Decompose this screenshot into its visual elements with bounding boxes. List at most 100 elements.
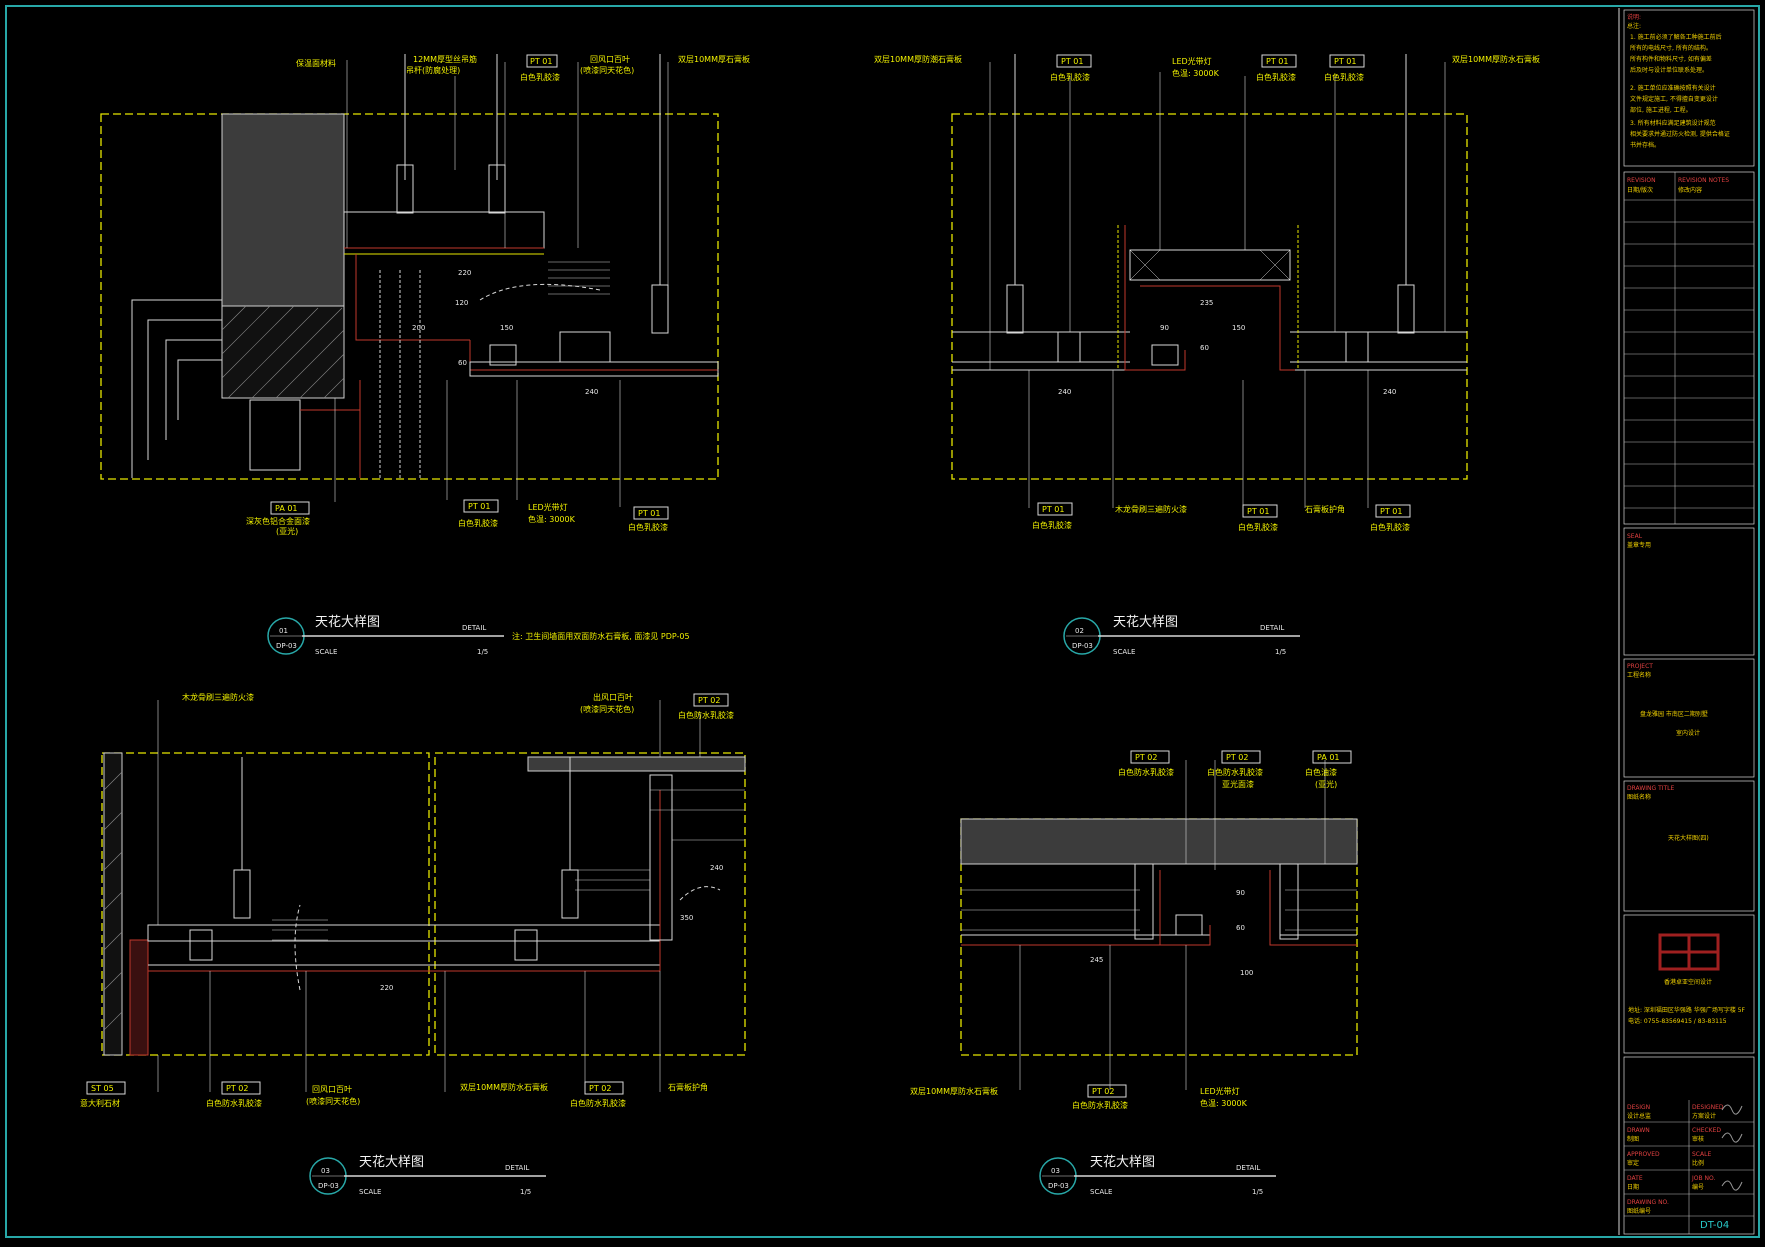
tb-tel: 电话: 0755-83569415 / 83-83115 [1628,1017,1727,1025]
d01-label-5: 回风口百叶 [590,55,630,64]
d01-dim-3: 150 [500,324,513,332]
d03a-blabel-4: 回风口百叶 [312,1085,352,1094]
tb-role-0-cn2: 方案设计 [1692,1112,1716,1120]
d03a-blabel-3: 白色防水乳胶漆 [206,1098,262,1108]
detail-03a-frame-left [101,752,430,1056]
tb-drawing-title: 天花大样图(四) [1668,834,1709,842]
d02-label-5: PT 01 [1266,57,1288,66]
d03a-dim-1: 350 [680,914,693,922]
d03b-detail: DETAIL [1236,1164,1260,1172]
tb-notes-head: 说明: [1627,13,1641,21]
tb-role-1-en: DRAWN [1627,1127,1650,1134]
d03a-label-4: 白色防水乳胶漆 [678,710,734,720]
d02-label-6: 白色乳胶漆 [1256,72,1296,82]
tb-role-1-cn2: 审核 [1692,1135,1704,1143]
d02-label-7: PT 01 [1334,57,1356,66]
d02-dim-3: 60 [1200,344,1209,352]
d01-dim-0: 220 [458,269,471,277]
d01-title: 天花大样图 [315,614,380,630]
detail-03a-frame-right [434,752,746,1056]
d03b-blabel-2: 白色防水乳胶漆 [1072,1100,1128,1110]
d02-scale-label: SCALE [1113,648,1135,656]
d03b-label-7: (亚光) [1315,779,1337,789]
tb-note-4: 2. 施工单位应准确按照有关设计 [1630,84,1716,92]
d01-label-1: 12MM厚型丝吊筋 [413,54,477,64]
d03b-label-5: PA 01 [1317,753,1340,762]
d02-label-1: PT 01 [1061,57,1083,66]
tb-role-4-cn: 图纸编号 [1627,1207,1651,1215]
d03b-dim-1: 90 [1236,889,1245,897]
tb-role-0-en: DESIGN [1627,1104,1650,1111]
d03a-label-3: PT 02 [698,696,720,705]
d01-blabel-2: (亚光) [276,526,298,536]
d02-detail: DETAIL [1260,624,1284,632]
d03b-scale: 1/5 [1252,1188,1263,1196]
d03a-scale: 1/5 [520,1188,531,1196]
d03a-blabel-7: PT 02 [589,1084,611,1093]
d01-label-0: 保温面材料 [296,58,336,68]
d03a-blabel-5: (喷漆同天花色) [306,1096,360,1106]
d01-dim-4: 60 [458,359,467,367]
d03b-scale-label: SCALE [1090,1188,1112,1196]
d03b-blabel-0: 双层10MM厚防水石膏板 [910,1086,998,1096]
tb-role-3-en2: JOB NO. [1691,1175,1715,1182]
d03a-number: 03 [321,1167,330,1175]
tb-revision-head2: REVISION NOTES [1678,177,1729,184]
tb-revision-head: REVISION [1627,177,1656,184]
d03b-label-6: 白色油漆 [1305,767,1337,777]
tb-revision-col2: 修改内容 [1678,186,1702,194]
tb-note-2: 所有构件和物料尺寸, 如有偏差 [1630,55,1712,63]
d03b-blabel-4: 色温: 3000K [1200,1098,1248,1108]
tb-role-2-en2: SCALE [1692,1151,1711,1158]
d01-label-7: 双层10MM厚石膏板 [678,54,750,64]
d03b-dim-0: 245 [1090,956,1103,964]
d03a-dim-0: 240 [710,864,723,872]
d01-blabel-7: PT 01 [638,509,660,518]
d02-blabel-3: PT 01 [1247,507,1269,516]
d02-label-0: 双层10MM厚防潮石膏板 [874,54,962,64]
detail-02-frame [951,113,1468,480]
tb-note-7: 3. 所有材料应满足建筑设计规范 [1630,119,1716,127]
d03a-dim-2: 220 [380,984,393,992]
tb-address: 地址: 深圳福田区华强路 华强广场写字楼 5F [1628,1006,1746,1014]
d03b-number: 03 [1051,1167,1060,1175]
d01-label-3: PT 01 [530,57,552,66]
d03a-ref: DP-03 [318,1182,339,1190]
tb-drawing-no: DT-04 [1700,1220,1729,1231]
d02-blabel-7: 白色乳胶漆 [1370,522,1410,532]
d03b-dim-2: 60 [1236,924,1245,932]
title-block: 说明: 总注: 1. 施工前必须了解各工种施工前后 所有的电线尺寸, 所有的结构… [1623,9,1755,1235]
d01-blabel-6: 色温: 3000K [528,514,576,524]
tb-notes-sub: 总注: [1627,22,1641,30]
d01-blabel-5: LED光带灯 [528,502,568,512]
d03a-scale-label: SCALE [359,1188,381,1196]
detail-03a: 木龙骨刷三遍防火漆 出风口百叶 (喷漆同天花色) PT 02 白色防水乳胶漆 S… [80,692,746,1196]
d03b-dim-3: 100 [1240,969,1253,977]
d01-blabel-0: PA 01 [275,504,298,513]
d03a-blabel-9: 石膏板护角 [668,1082,708,1092]
d03b-ref: DP-03 [1048,1182,1069,1190]
d01-blabel-3: PT 01 [468,502,490,511]
d01-label-6: (喷漆同天花色) [580,65,634,75]
tb-note-3: 后及时与设计单位联系处理。 [1630,66,1708,74]
d03a-blabel-1: 意大利石材 [80,1098,120,1108]
tb-role-2-cn2: 比例 [1692,1159,1704,1167]
d03a-detail: DETAIL [505,1164,529,1172]
d01-detail: DETAIL [462,624,486,632]
company-logo-icon [1658,933,1720,971]
d03a-blabel-0: ST 05 [91,1084,114,1093]
d03b-label-1: 白色防水乳胶漆 [1118,767,1174,777]
d03a-label-0: 木龙骨刷三遍防火漆 [182,692,254,702]
d02-blabel-5: 石膏板护角 [1305,504,1345,514]
tb-role-0-cn: 设计总监 [1627,1112,1651,1120]
d03a-title: 天花大样图 [359,1154,424,1170]
d03b-label-0: PT 02 [1135,753,1157,762]
tb-role-2-en: APPROVED [1627,1151,1660,1158]
tb-project-head: PROJECT [1627,663,1653,670]
d01-note: 注: 卫生间墙面用双面防水石膏板, 面漆见 PDP-05 [512,631,690,641]
tb-note-6: 部位, 施工进程, 工程。 [1630,106,1692,114]
d02-label-2: 白色乳胶漆 [1050,72,1090,82]
tb-drawing-head: DRAWING TITLE [1627,785,1675,792]
detail-02: 双层10MM厚防潮石膏板 PT 01 白色乳胶漆 LED光带灯 色温: 3000… [874,54,1540,656]
